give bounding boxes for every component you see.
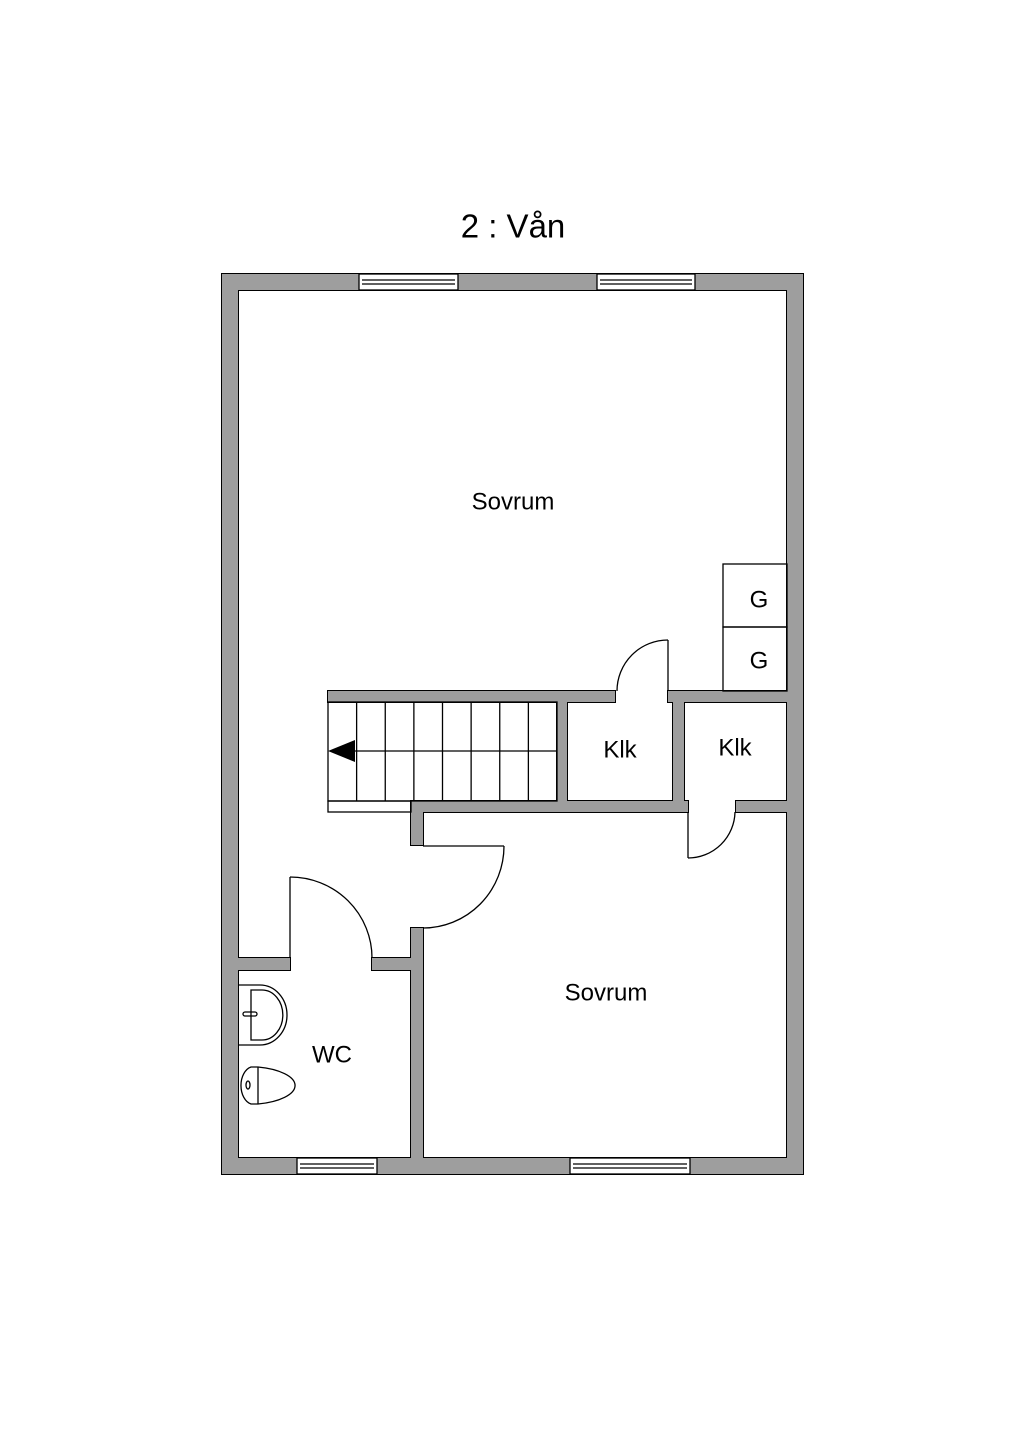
wall-segment <box>673 702 684 801</box>
window <box>569 1157 691 1175</box>
wall-segment <box>411 801 423 845</box>
floor-title: 2 : Vån <box>461 208 566 245</box>
door-wc[interactable] <box>289 876 373 959</box>
toilet-icon <box>240 1066 296 1105</box>
wall-segment <box>668 691 787 702</box>
walls <box>222 274 803 1174</box>
window <box>596 273 696 291</box>
stair-direction-arrow-icon <box>328 740 355 762</box>
room-label-closet-1: Klk <box>603 736 637 763</box>
wall-segment <box>787 274 803 1174</box>
windows <box>296 273 696 1175</box>
wall-segment <box>411 801 688 812</box>
room-label-wc: WC <box>312 1041 352 1068</box>
door-bedroom-small[interactable] <box>422 845 505 929</box>
wall-segment <box>372 958 423 970</box>
door-closet-2[interactable] <box>687 811 736 859</box>
room-label-bedroom-large: Sovrum <box>472 488 555 515</box>
wall-segment <box>222 274 803 290</box>
walls-outline <box>221 273 804 1175</box>
staircase <box>327 701 558 813</box>
wall-segment <box>557 702 567 801</box>
window <box>296 1157 378 1175</box>
window <box>358 273 459 291</box>
sink-icon <box>238 984 288 1046</box>
wall-segment <box>411 928 423 1158</box>
room-label-storage-1: G <box>750 586 769 613</box>
room-label-storage-2: G <box>750 647 769 674</box>
door-closet-1[interactable] <box>616 639 669 692</box>
wall-segment <box>222 274 238 1174</box>
wall-segment <box>328 691 615 702</box>
wall-segment <box>238 958 290 970</box>
room-label-closet-2: Klk <box>718 734 752 761</box>
wall-segment <box>736 801 787 812</box>
room-label-bedroom-small: Sovrum <box>565 979 648 1006</box>
storage-box-2 <box>722 626 788 692</box>
